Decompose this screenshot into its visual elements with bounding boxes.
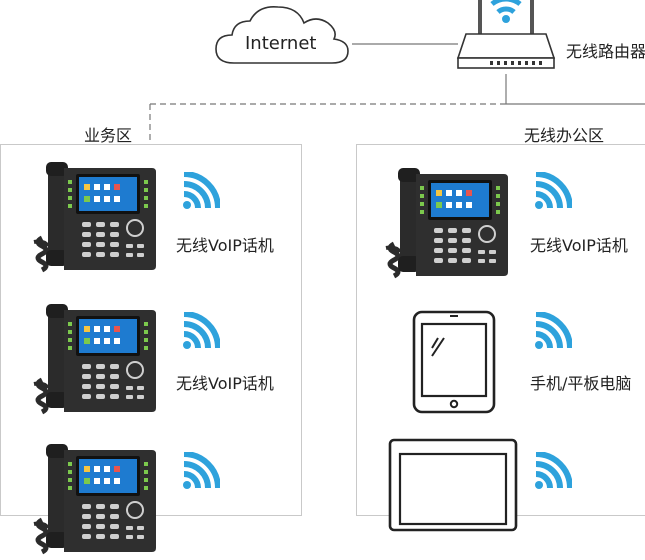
- wifi-business-2: [180, 312, 220, 352]
- wifi-business-3: [180, 452, 220, 492]
- device-label-office-2: 手机/平板电脑: [530, 374, 632, 393]
- wifi-office-1: [532, 172, 572, 212]
- wifi-icon: [532, 172, 572, 212]
- voip-phone-icon: [372, 164, 512, 284]
- computer-icon: [388, 438, 518, 532]
- device-office-1: [372, 164, 512, 284]
- wifi-icon: [180, 172, 220, 212]
- voip-phone-icon: [20, 300, 160, 420]
- cloud-icon: [215, 5, 349, 64]
- zone-label-business: 业务区: [84, 126, 133, 145]
- device-label-business-2: 无线VoIP话机: [176, 374, 274, 393]
- device-business-3: [20, 440, 160, 560]
- tablet-icon: [412, 310, 496, 414]
- device-business-1: [20, 158, 160, 278]
- device-office-3: [388, 438, 518, 532]
- wifi-icon: [180, 312, 220, 352]
- network-links: [149, 43, 645, 140]
- wifi-icon: [532, 312, 572, 352]
- device-label-office-1: 无线VoIP话机: [530, 236, 628, 255]
- device-business-2: [20, 300, 160, 420]
- voip-phone-icon: [20, 158, 160, 278]
- device-label-business-1: 无线VoIP话机: [176, 236, 274, 255]
- wifi-office-3: [532, 452, 572, 492]
- router-label: 无线路由器: [566, 42, 645, 61]
- voip-phone-icon: [20, 440, 160, 560]
- device-office-2: [412, 310, 496, 414]
- wireless-router: [456, 0, 556, 76]
- zone-label-office: 无线办公区: [524, 126, 605, 145]
- internet-label: Internet: [245, 33, 317, 54]
- wifi-office-2: [532, 312, 572, 352]
- internet-cloud: Internet: [212, 3, 352, 67]
- router-icon: [456, 0, 556, 69]
- wifi-business-1: [180, 172, 220, 212]
- wifi-icon: [180, 452, 220, 492]
- wifi-icon: [532, 452, 572, 492]
